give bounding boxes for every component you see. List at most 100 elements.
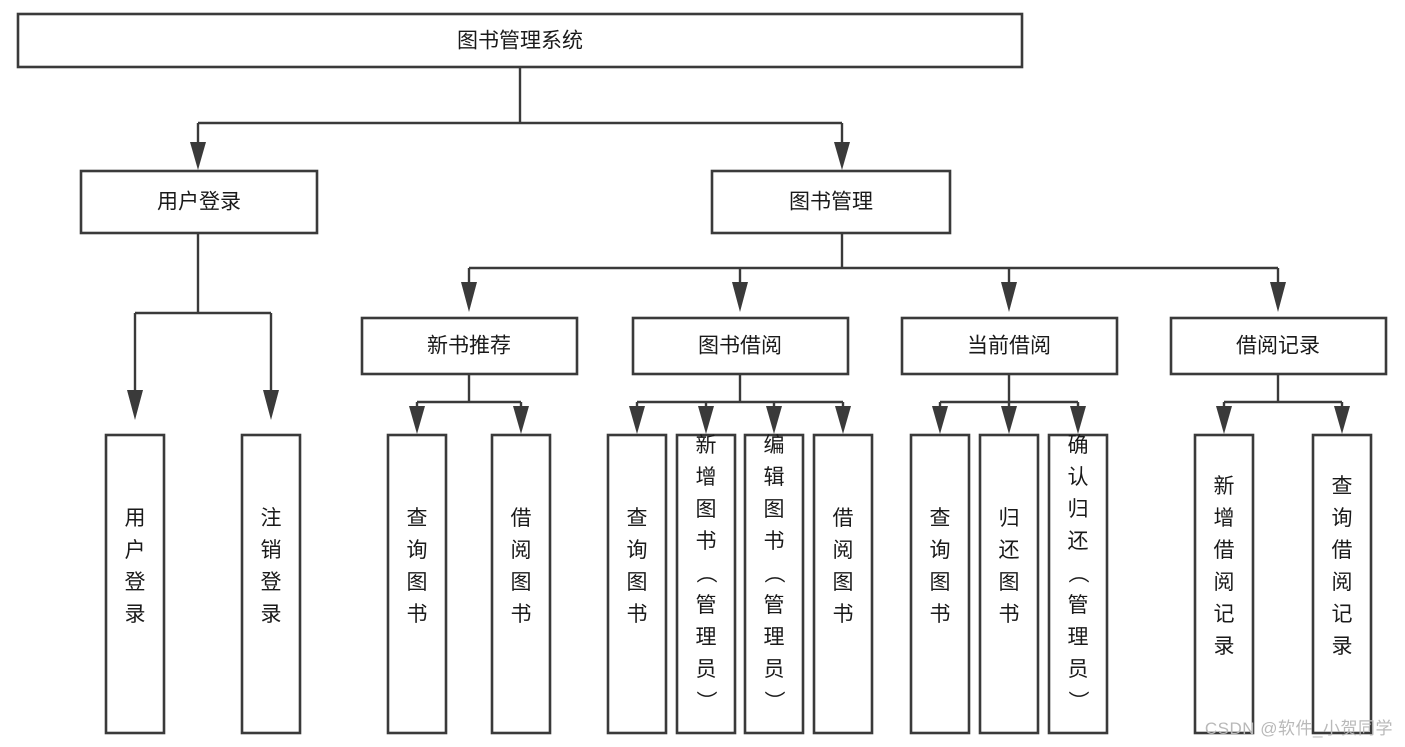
svg-text:理: 理 bbox=[1068, 626, 1089, 649]
node-root-system[interactable]: 图书管理系统 bbox=[16, 12, 1024, 69]
svg-text:新: 新 bbox=[696, 434, 717, 457]
svg-text:销: 销 bbox=[261, 539, 282, 562]
node-book-borrow[interactable]: 图书借阅 bbox=[631, 316, 850, 376]
svg-text:图: 图 bbox=[511, 571, 532, 594]
node-book-management-label: 图书管理 bbox=[789, 191, 873, 214]
svg-text:查: 查 bbox=[930, 507, 951, 530]
connectors-userlogin-to-leaves bbox=[127, 233, 279, 420]
svg-text:图: 图 bbox=[407, 571, 428, 594]
node-root-system-label: 图书管理系统 bbox=[457, 30, 583, 53]
svg-text:借: 借 bbox=[1214, 539, 1235, 562]
svg-text:查: 查 bbox=[627, 507, 648, 530]
svg-text:询: 询 bbox=[930, 539, 951, 562]
node-user-login-label: 用户登录 bbox=[157, 191, 241, 214]
svg-text:户: 户 bbox=[125, 539, 146, 562]
node-current-borrow-label: 当前借阅 bbox=[967, 335, 1051, 358]
svg-text:图: 图 bbox=[696, 498, 717, 521]
node-new-book-recommend[interactable]: 新书推荐 bbox=[360, 316, 579, 376]
svg-text:图: 图 bbox=[999, 571, 1020, 594]
svg-text:书: 书 bbox=[930, 603, 951, 626]
svg-text:图: 图 bbox=[833, 571, 854, 594]
svg-text:查: 查 bbox=[407, 507, 428, 530]
svg-text:查: 查 bbox=[1332, 475, 1353, 498]
svg-text:员: 员 bbox=[696, 658, 717, 681]
svg-text:用: 用 bbox=[125, 507, 146, 530]
leaf-user-login-signin[interactable]: 用户登录 bbox=[104, 433, 166, 735]
svg-text:认: 认 bbox=[1068, 466, 1089, 489]
svg-text:借: 借 bbox=[1332, 539, 1353, 562]
svg-text:登: 登 bbox=[125, 571, 146, 594]
svg-text:阅: 阅 bbox=[1332, 571, 1353, 594]
svg-text:书: 书 bbox=[833, 603, 854, 626]
svg-text:确: 确 bbox=[1068, 434, 1089, 457]
svg-text:书: 书 bbox=[407, 603, 428, 626]
svg-text:借: 借 bbox=[511, 507, 532, 530]
svg-text:录: 录 bbox=[1214, 635, 1235, 658]
svg-text:书: 书 bbox=[511, 603, 532, 626]
svg-text:图: 图 bbox=[930, 571, 951, 594]
connectors-current-to-leaves bbox=[932, 374, 1086, 434]
leaf-user-login-signin-label: 用户登录 bbox=[125, 507, 146, 626]
svg-text:书: 书 bbox=[627, 603, 648, 626]
svg-text:询: 询 bbox=[407, 539, 428, 562]
svg-text:员: 员 bbox=[764, 658, 785, 681]
svg-text:编: 编 bbox=[764, 434, 785, 457]
connectors-newbook-to-leaves bbox=[409, 374, 529, 434]
svg-text:还: 还 bbox=[999, 539, 1020, 562]
connectors-root-to-level2 bbox=[190, 67, 850, 170]
svg-text:增: 增 bbox=[1214, 507, 1235, 530]
connectors-bookborrow-to-leaves bbox=[629, 374, 851, 434]
svg-text:员: 员 bbox=[1068, 658, 1089, 681]
svg-text:归: 归 bbox=[999, 507, 1020, 530]
svg-text:管: 管 bbox=[1068, 594, 1089, 617]
svg-text:登: 登 bbox=[261, 571, 282, 594]
svg-text:（: （ bbox=[762, 563, 785, 584]
svg-text:阅: 阅 bbox=[833, 539, 854, 562]
svg-text:录: 录 bbox=[1332, 635, 1353, 658]
svg-text:询: 询 bbox=[1332, 507, 1353, 530]
node-borrow-records-label: 借阅记录 bbox=[1236, 335, 1320, 358]
svg-text:）: ） bbox=[762, 691, 785, 712]
svg-text:注: 注 bbox=[261, 507, 282, 530]
connectors-records-to-leaves bbox=[1216, 374, 1350, 434]
svg-text:管: 管 bbox=[764, 594, 785, 617]
svg-text:理: 理 bbox=[696, 626, 717, 649]
connectors-bookmgmt-to-level3 bbox=[461, 233, 1286, 312]
svg-text:记: 记 bbox=[1332, 603, 1353, 626]
svg-text:管: 管 bbox=[696, 594, 717, 617]
svg-text:图: 图 bbox=[627, 571, 648, 594]
svg-text:）: ） bbox=[1066, 691, 1089, 712]
svg-text:辑: 辑 bbox=[764, 466, 785, 489]
node-book-management[interactable]: 图书管理 bbox=[710, 169, 952, 235]
node-current-borrow[interactable]: 当前借阅 bbox=[900, 316, 1119, 376]
svg-text:（: （ bbox=[1066, 563, 1089, 584]
svg-text:录: 录 bbox=[261, 603, 282, 626]
node-user-login[interactable]: 用户登录 bbox=[79, 169, 319, 235]
svg-text:）: ） bbox=[694, 691, 717, 712]
node-borrow-records[interactable]: 借阅记录 bbox=[1169, 316, 1388, 376]
svg-text:（: （ bbox=[694, 563, 717, 584]
